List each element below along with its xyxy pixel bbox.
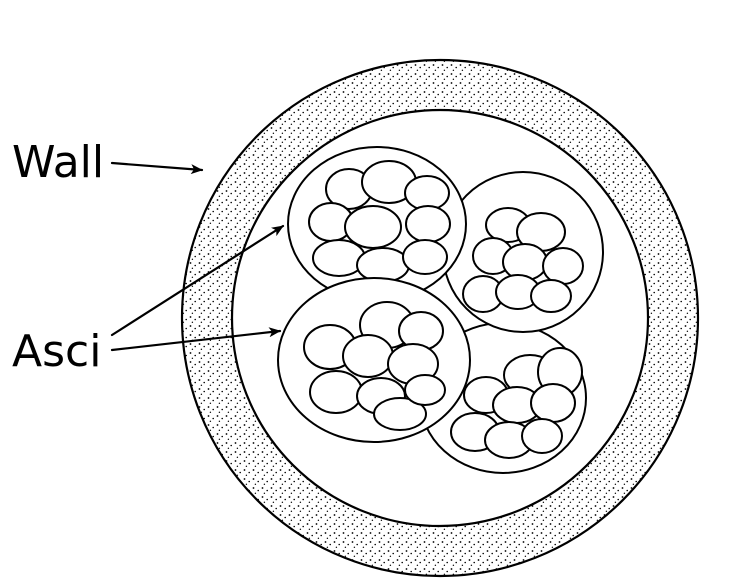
wall-pointer-arrow — [110, 161, 204, 175]
ascus-bottom-left — [277, 277, 471, 443]
asci-pointer-arrow-lower — [110, 327, 282, 352]
ascus-right — [442, 171, 604, 333]
ascus-bottom-right — [419, 322, 587, 474]
ascus-top-left — [287, 146, 467, 302]
wall-label: Wall — [12, 137, 104, 188]
asci-label: Asci — [12, 326, 101, 377]
asci-pointer-arrow-upper — [110, 224, 285, 337]
